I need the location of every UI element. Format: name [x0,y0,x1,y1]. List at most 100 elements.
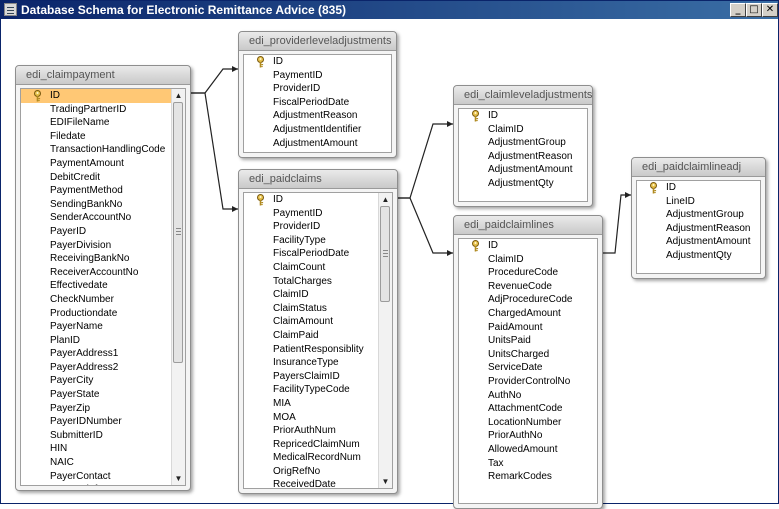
field-row[interactable]: PayerTelefon [21,483,171,485]
arrow-up-icon[interactable]: ▲ [174,91,183,100]
field-row[interactable]: PayerAddress1 [21,347,171,361]
minimize-button[interactable]: _ [730,3,746,17]
field-row[interactable]: AdjustmentGroup [459,136,587,150]
field-row[interactable]: ServiceDate [459,361,597,375]
field-row[interactable]: PayerZip [21,402,171,416]
field-row[interactable]: AdjustmentReason [244,109,391,123]
field-row[interactable]: PatientResponsiblity [244,343,378,357]
field-row[interactable]: PaymentMethod [21,184,171,198]
restore-button[interactable]: □ [746,3,762,17]
table-header[interactable]: edi_claimleveladjustments [454,86,592,105]
field-row[interactable]: ProviderID [244,220,378,234]
field-row[interactable]: LineID [637,195,760,209]
field-row[interactable]: UnitsCharged [459,348,597,362]
field-row[interactable]: ID [459,109,587,123]
field-row[interactable]: AdjustmentGroup [637,208,760,222]
field-row[interactable]: PaymentID [244,69,391,83]
field-row[interactable]: PlanID [21,334,171,348]
field-row[interactable]: OrigRefNo [244,465,378,479]
arrow-down-icon[interactable]: ▼ [174,474,183,483]
field-row[interactable]: EDIFileName [21,116,171,130]
vertical-scrollbar[interactable]: ▲ ▼ [171,89,185,485]
field-row[interactable]: ClaimPaid [244,329,378,343]
field-row[interactable]: ReceivingBankNo [21,252,171,266]
field-row[interactable]: ClaimAmount [244,315,378,329]
field-row[interactable]: PayerID [21,225,171,239]
field-row[interactable]: AuthNo [459,389,597,403]
field-row[interactable]: UnitsPaid [459,334,597,348]
field-row[interactable]: ClaimID [459,123,587,137]
field-row[interactable]: AdjustmentReason [637,222,760,236]
scroll-thumb[interactable] [173,102,183,363]
field-row[interactable]: AdjustmentAmount [459,163,587,177]
table-header[interactable]: edi_paidclaimlines [454,216,602,235]
field-row[interactable]: ID [21,89,171,103]
field-row[interactable]: PayerCity [21,374,171,388]
field-row[interactable]: PaymentAmount [21,157,171,171]
field-row[interactable]: NAIC [21,456,171,470]
field-row[interactable]: PayerState [21,388,171,402]
field-row[interactable]: PayerName [21,320,171,334]
field-row[interactable]: AdjProcedureCode [459,293,597,307]
close-button[interactable]: ✕ [762,3,778,17]
field-row[interactable]: SubmitterID [21,429,171,443]
field-row[interactable]: PriorAuthNo [459,429,597,443]
field-row[interactable]: AdjustmentAmount [244,137,391,151]
field-row[interactable]: PayerDivision [21,239,171,253]
field-row[interactable]: ProcedureCode [459,266,597,280]
field-row[interactable]: PayersClaimID [244,370,378,384]
field-row[interactable]: AttachmentCode [459,402,597,416]
field-row[interactable]: ClaimCount [244,261,378,275]
field-row[interactable]: Filedate [21,130,171,144]
field-row[interactable]: TradingPartnerID [21,103,171,117]
field-row[interactable]: RemarkCodes [459,470,597,484]
field-row[interactable]: ProviderID [244,82,391,96]
field-row[interactable]: HIN [21,442,171,456]
field-row[interactable]: Tax [459,457,597,471]
field-row[interactable]: SenderAccountNo [21,211,171,225]
field-row[interactable]: LocationNumber [459,416,597,430]
field-row[interactable]: ID [244,193,378,207]
field-row[interactable]: Effectivedate [21,279,171,293]
field-row[interactable]: FiscalPeriodDate [244,96,391,110]
field-row[interactable]: Productiondate [21,307,171,321]
field-row[interactable]: TransactionHandlingCode [21,143,171,157]
table-header[interactable]: edi_paidclaimlineadj [632,158,765,177]
field-row[interactable]: AdjustmentReason [459,150,587,164]
field-row[interactable]: PayerContact [21,470,171,484]
field-row[interactable]: PriorAuthNum [244,424,378,438]
field-row[interactable]: ReceivedDate [244,478,378,488]
field-row[interactable]: FacilityTypeCode [244,383,378,397]
field-row[interactable]: AdjustmentQty [459,177,587,191]
field-row[interactable]: ClaimID [459,253,597,267]
field-row[interactable]: ID [459,239,597,253]
field-row[interactable]: FacilityType [244,234,378,248]
field-row[interactable]: ID [244,55,391,69]
table-header[interactable]: edi_claimpayment [16,66,190,85]
field-row[interactable]: PayerIDNumber [21,415,171,429]
title-bar[interactable]: Database Schema for Electronic Remittanc… [1,1,778,19]
field-row[interactable]: ClaimID [244,288,378,302]
field-row[interactable]: ChargedAmount [459,307,597,321]
field-row[interactable]: TotalCharges [244,275,378,289]
vertical-scrollbar[interactable]: ▲ ▼ [378,193,392,488]
field-row[interactable]: CheckNumber [21,293,171,307]
field-row[interactable]: MedicalRecordNum [244,451,378,465]
field-row[interactable]: AllowedAmount [459,443,597,457]
field-row[interactable]: ID [637,181,760,195]
field-row[interactable]: FiscalPeriodDate [244,247,378,261]
field-row[interactable]: InsuranceType [244,356,378,370]
field-row[interactable]: AdjustmentIdentifier [244,123,391,137]
field-row[interactable]: DebitCredit [21,171,171,185]
